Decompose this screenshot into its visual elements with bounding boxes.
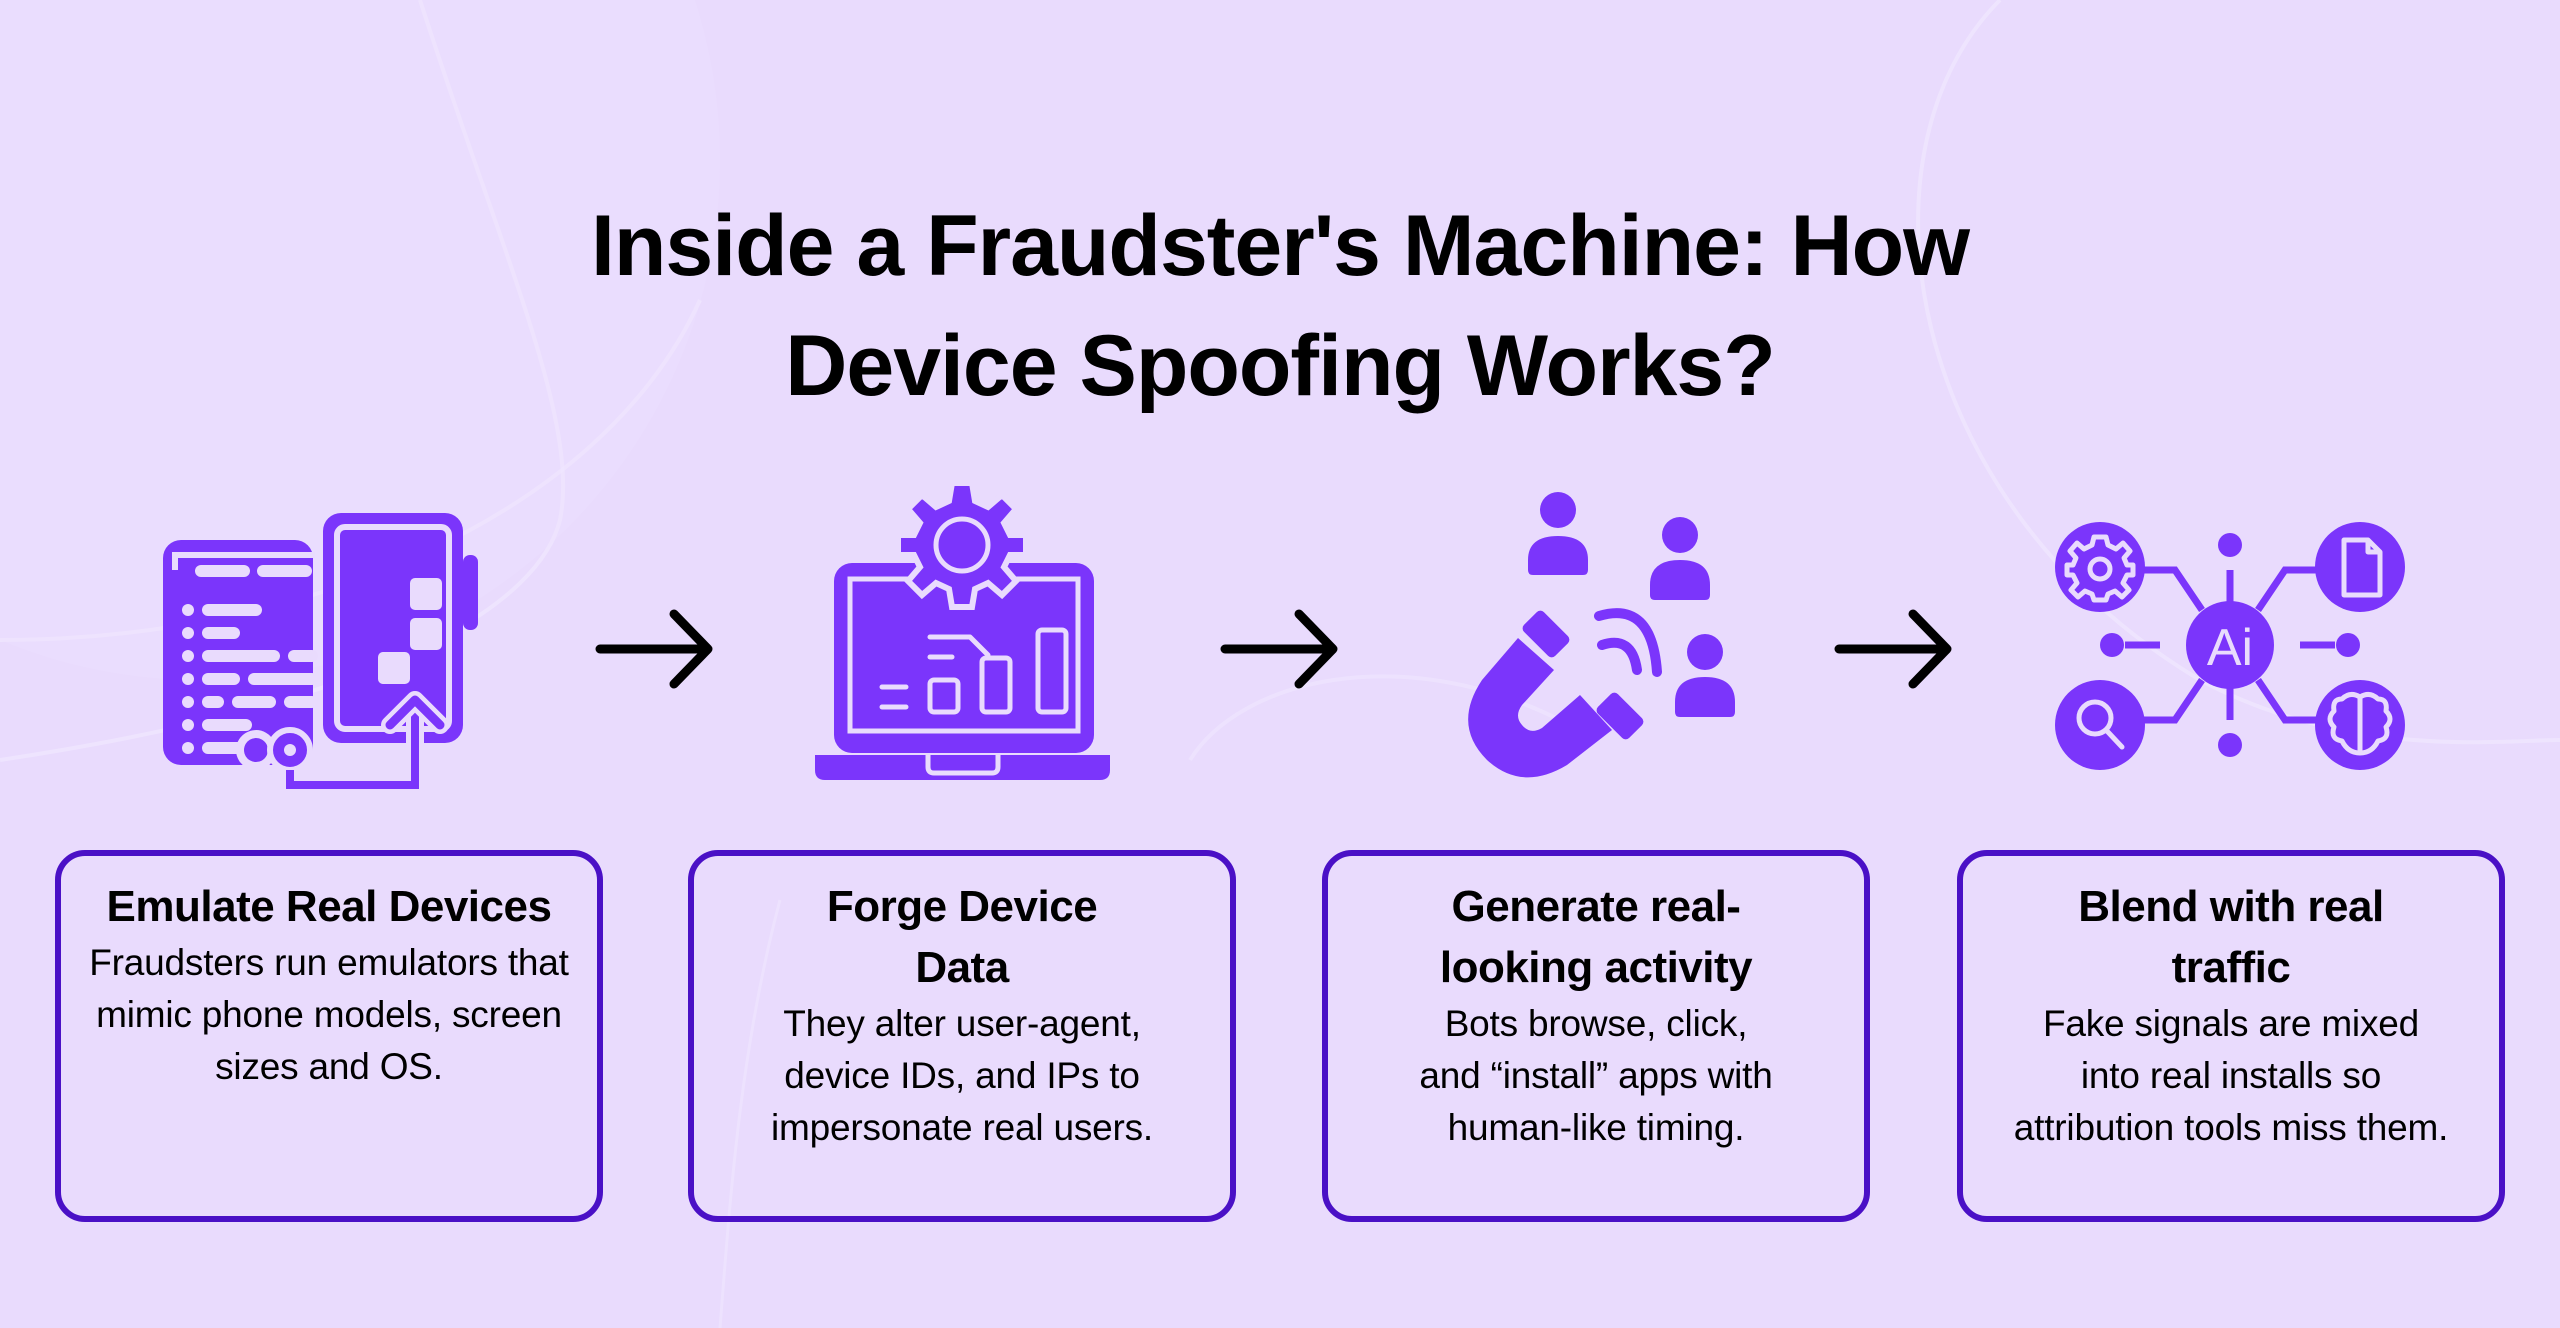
card-body: Fake signals are mixed into real install… <box>2013 1003 2449 1148</box>
magnet-users-icon <box>1468 492 1735 778</box>
card-body: Bots browse, click, and “install” apps w… <box>1419 1003 1773 1148</box>
page-title: Inside a Fraudster's Machine: How Device… <box>0 186 2560 426</box>
card-body: Fraudsters run emulators that mimic phon… <box>89 942 569 1087</box>
card-title: Emulate Real Devices <box>106 882 552 931</box>
arrow-right-icon <box>595 609 713 689</box>
ai-network-icon: Ai <box>2055 522 2405 770</box>
step-card-forge: Forge Device Data They alter user-agent,… <box>688 850 1236 1222</box>
laptop-gear-chart-icon <box>815 480 1110 780</box>
emulator-device-icon <box>163 513 478 794</box>
card-title: Generate real-looking activity <box>1439 882 1753 992</box>
ai-label: Ai <box>2207 619 2253 677</box>
step-card-blend: Blend with real traffic Fake signals are… <box>1957 850 2505 1222</box>
arrow-right-icon <box>1834 609 1952 689</box>
step-card-generate: Generate real-looking activity Bots brow… <box>1322 850 1870 1222</box>
step-card-emulate: Emulate Real Devices Fraudsters run emul… <box>55 850 603 1222</box>
title-line-1: Inside a Fraudster's Machine: How <box>590 197 1970 294</box>
arrow-right-icon <box>1220 609 1338 689</box>
title-line-2: Device Spoofing Works? <box>785 317 1775 414</box>
card-title: Blend with real traffic <box>2078 882 2384 992</box>
card-body: They alter user-agent, device IDs, and I… <box>770 1003 1154 1148</box>
card-title: Forge Device Data <box>826 882 1098 992</box>
